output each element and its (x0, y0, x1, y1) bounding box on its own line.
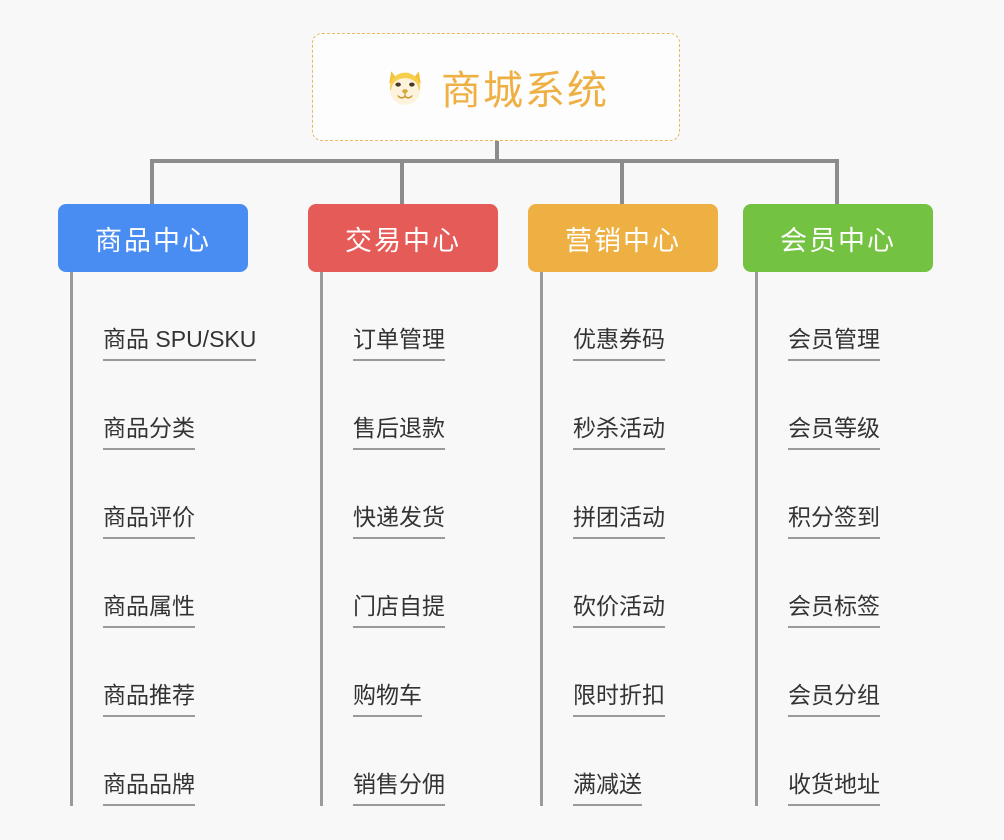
leaf-label: 优惠券码 (573, 326, 665, 361)
leaf-label: 会员等级 (788, 415, 880, 450)
leaf-item[interactable]: 拼团活动 (543, 450, 718, 539)
leaf-label: 销售分佣 (353, 771, 445, 806)
leaf-list-member-center: 会员管理 会员等级 积分签到 会员标签 会员分组 收货地址 (755, 272, 933, 806)
column-header-marketing-center[interactable]: 营销中心 (528, 204, 718, 272)
leaf-item[interactable]: 会员标签 (758, 539, 933, 628)
leaf-item[interactable]: 商品分类 (73, 361, 248, 450)
leaf-label: 秒杀活动 (573, 415, 665, 450)
leaf-item[interactable]: 积分签到 (758, 450, 933, 539)
connector-horizontal-bus (150, 159, 839, 163)
leaf-item[interactable]: 秒杀活动 (543, 361, 718, 450)
column-header-trade-center[interactable]: 交易中心 (308, 204, 498, 272)
leaf-label: 满减送 (573, 771, 642, 806)
leaf-label: 砍价活动 (573, 593, 665, 628)
leaf-item[interactable]: 商品 SPU/SKU (73, 272, 257, 361)
leaf-label: 商品评价 (103, 504, 195, 539)
leaf-label: 商品品牌 (103, 771, 195, 806)
leaf-item[interactable]: 门店自提 (323, 539, 498, 628)
root-node[interactable]: 商城系统 (312, 33, 680, 141)
leaf-label: 快递发货 (353, 504, 445, 539)
leaf-item[interactable]: 订单管理 (323, 272, 498, 361)
leaf-label: 会员分组 (788, 682, 880, 717)
leaf-label: 积分签到 (788, 504, 880, 539)
column-header-member-center[interactable]: 会员中心 (743, 204, 933, 272)
leaf-item[interactable]: 快递发货 (323, 450, 498, 539)
column-marketing-center: 营销中心 优惠券码 秒杀活动 拼团活动 砍价活动 限时折扣 满减送 (528, 204, 718, 806)
leaf-label: 商品分类 (103, 415, 195, 450)
leaf-item[interactable]: 购物车 (323, 628, 498, 717)
leaf-label: 门店自提 (353, 593, 445, 628)
connector-drop-4 (835, 159, 839, 204)
leaf-item[interactable]: 商品属性 (73, 539, 248, 628)
leaf-label: 购物车 (353, 682, 422, 717)
leaf-item[interactable]: 会员等级 (758, 361, 933, 450)
column-product-center: 商品中心 商品 SPU/SKU 商品分类 商品评价 商品属性 商品推荐 商品品牌 (58, 204, 257, 806)
leaf-item[interactable]: 商品评价 (73, 450, 248, 539)
column-trade-center: 交易中心 订单管理 售后退款 快递发货 门店自提 购物车 销售分佣 (308, 204, 498, 806)
leaf-item[interactable]: 会员分组 (758, 628, 933, 717)
leaf-item[interactable]: 商品推荐 (73, 628, 248, 717)
leaf-item[interactable]: 满减送 (543, 717, 718, 806)
leaf-label: 商品属性 (103, 593, 195, 628)
leaf-label: 售后退款 (353, 415, 445, 450)
leaf-item[interactable]: 收货地址 (758, 717, 933, 806)
leaf-item[interactable]: 会员管理 (758, 272, 933, 361)
leaf-item[interactable]: 限时折扣 (543, 628, 718, 717)
leaf-label: 商品 SPU/SKU (103, 326, 257, 361)
shiba-dog-face-icon (383, 65, 427, 109)
column-header-product-center[interactable]: 商品中心 (58, 204, 248, 272)
leaf-label: 收货地址 (788, 771, 880, 806)
leaf-label: 会员标签 (788, 593, 880, 628)
connector-drop-2 (400, 159, 404, 204)
connector-drop-3 (620, 159, 624, 204)
connector-root-stem (495, 141, 499, 163)
leaf-list-product-center: 商品 SPU/SKU 商品分类 商品评价 商品属性 商品推荐 商品品牌 (70, 272, 257, 806)
connector-drop-1 (150, 159, 154, 204)
leaf-item[interactable]: 砍价活动 (543, 539, 718, 628)
leaf-item[interactable]: 优惠券码 (543, 272, 718, 361)
leaf-label: 商品推荐 (103, 682, 195, 717)
leaf-item[interactable]: 商品品牌 (73, 717, 248, 806)
root-title: 商城系统 (441, 69, 609, 113)
leaf-list-marketing-center: 优惠券码 秒杀活动 拼团活动 砍价活动 限时折扣 满减送 (540, 272, 718, 806)
leaf-list-trade-center: 订单管理 售后退款 快递发货 门店自提 购物车 销售分佣 (320, 272, 498, 806)
leaf-label: 限时折扣 (573, 682, 665, 717)
leaf-item[interactable]: 销售分佣 (323, 717, 498, 806)
leaf-label: 订单管理 (353, 326, 445, 361)
leaf-label: 会员管理 (788, 326, 880, 361)
leaf-label: 拼团活动 (573, 504, 665, 539)
leaf-item[interactable]: 售后退款 (323, 361, 498, 450)
column-member-center: 会员中心 会员管理 会员等级 积分签到 会员标签 会员分组 收货地址 (743, 204, 933, 806)
